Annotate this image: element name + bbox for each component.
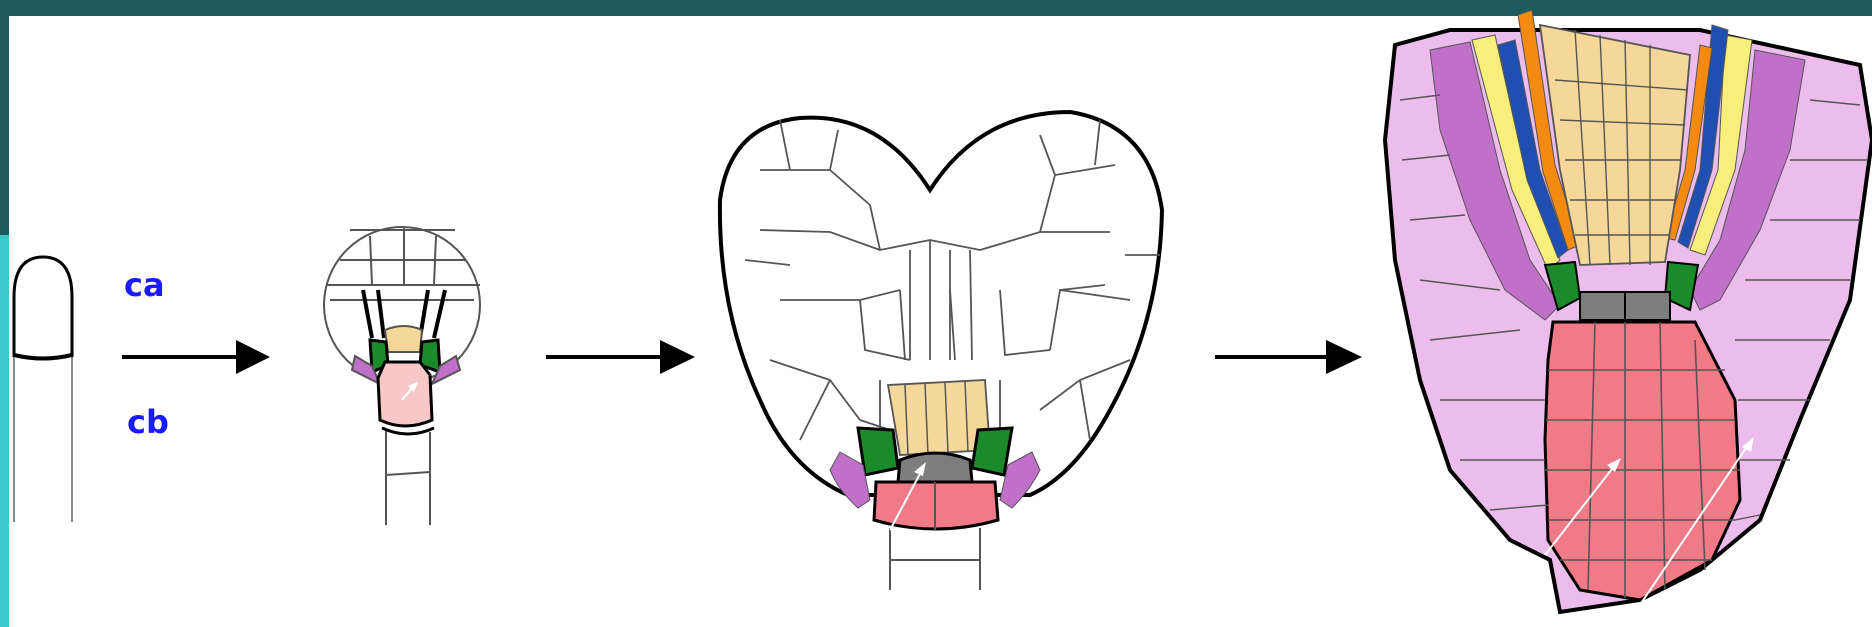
stage-heart [720,112,1162,590]
stage-seedling-root [1385,10,1872,612]
arrow-3 [1215,340,1362,374]
frame-top-bar [0,0,1872,16]
apical-cell [14,257,72,357]
root-columella [1545,322,1740,600]
arrow-2 [546,340,695,374]
heart-quiescent-center [898,453,972,482]
label-cb: cb [127,403,169,441]
stage-globular [324,227,480,525]
globular-hypophysis [378,362,432,426]
label-ca: ca [124,266,165,304]
frame-left-dark [0,16,9,235]
heart-suspensor [890,528,980,590]
frame-left-stripe [0,235,9,627]
globular-vascular-tan [385,326,422,352]
stage-two-cell [14,257,72,522]
heart-endodermis-right [972,428,1012,475]
arrow-1 [122,340,270,374]
globular-suspensor [386,430,430,525]
